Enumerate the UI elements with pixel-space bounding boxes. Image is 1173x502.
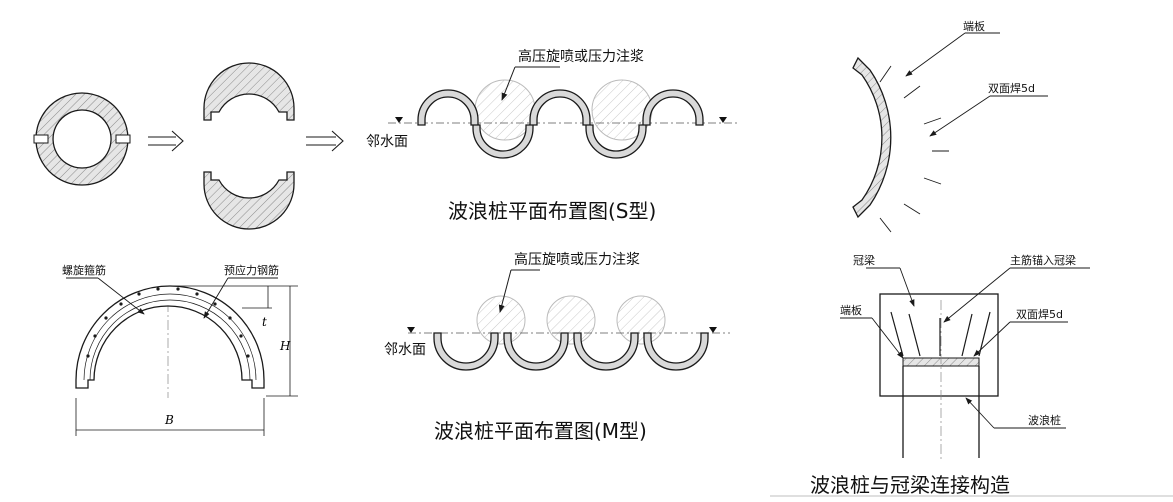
crown-beam-label: 冠梁 <box>853 253 875 267</box>
prestress-rebar-label: 预应力钢筋 <box>224 263 279 277</box>
leader-line <box>871 317 904 359</box>
end-plate-label: 端板 <box>840 303 862 317</box>
dim-b-label: B <box>164 413 174 427</box>
pile-split-sequence <box>33 62 344 230</box>
leader-line <box>899 267 915 307</box>
water-level-mark <box>719 117 727 123</box>
top-half-section <box>203 62 295 121</box>
title-s-type: 波浪桩平面布置图(S型) <box>448 199 656 223</box>
leader-line <box>973 321 1011 357</box>
title-connection: 波浪桩与冠梁连接构造 <box>810 473 1010 497</box>
prestress-rebars <box>86 287 250 358</box>
grout-columns <box>476 295 666 345</box>
half-ring-section: 螺旋箍筋 预应力钢筋 t H B <box>62 263 298 436</box>
leader-line <box>97 277 145 315</box>
spiral-stirrup-line <box>89 299 251 381</box>
leader-line <box>905 32 966 77</box>
wave-pile-label: 波浪桩 <box>1028 413 1061 427</box>
main-rebar-anchor-label: 主筋锚入冠梁 <box>1010 253 1076 267</box>
dimension-b <box>75 398 265 436</box>
process-arrow <box>148 130 184 152</box>
leader-line <box>943 267 1011 323</box>
s-type-layout: 高压旋喷或压力注浆 邻水面 波浪桩平面布置图(S型) <box>366 48 740 223</box>
grout-label-m: 高压旋喷或压力注浆 <box>514 251 640 268</box>
end-plate-detail: 端板 双面焊5d <box>852 19 1048 233</box>
weld-top-label: 双面焊5d <box>988 81 1035 95</box>
leader-line <box>929 95 991 137</box>
dimension-h <box>170 285 298 397</box>
water-side-label-m: 邻水面 <box>384 342 426 358</box>
full-ring-section <box>33 92 131 186</box>
end-plate-segment-lines <box>879 65 949 233</box>
m-type-layout: 高压旋喷或压力注浆 邻水面 波浪桩平面布置图(M型) <box>384 251 730 443</box>
title-m-type: 波浪桩平面布置图(M型) <box>434 419 647 443</box>
grout-columns <box>474 79 653 141</box>
wave-pile-m <box>433 332 709 371</box>
process-arrow <box>306 130 344 152</box>
end-plate-top-label: 端板 <box>963 19 985 33</box>
dim-t-label: t <box>262 315 267 329</box>
anchored-rebars <box>890 311 991 357</box>
grout-label-s: 高压旋喷或压力注浆 <box>518 48 644 65</box>
wave-pile-s <box>417 89 704 159</box>
leader-line <box>501 66 516 101</box>
dim-h-label: H <box>279 339 291 353</box>
leader-line <box>203 277 229 319</box>
leader-line <box>498 269 512 313</box>
spiral-stirrup-line <box>83 293 257 381</box>
water-level-mark <box>407 327 415 333</box>
spiral-stirrup-label: 螺旋箍筋 <box>62 263 106 277</box>
leader-line <box>965 397 995 429</box>
crown-beam <box>879 293 999 397</box>
water-level-mark <box>709 327 717 333</box>
bottom-half-section <box>203 171 295 230</box>
water-side-label-s: 邻水面 <box>366 134 408 150</box>
crown-beam-connection: 冠梁 主筋锚入冠梁 端板 双面焊5d 波浪桩 波浪桩与冠梁连接构造 <box>770 253 1173 497</box>
water-level-mark <box>395 117 403 123</box>
weld-label: 双面焊5d <box>1016 307 1063 321</box>
